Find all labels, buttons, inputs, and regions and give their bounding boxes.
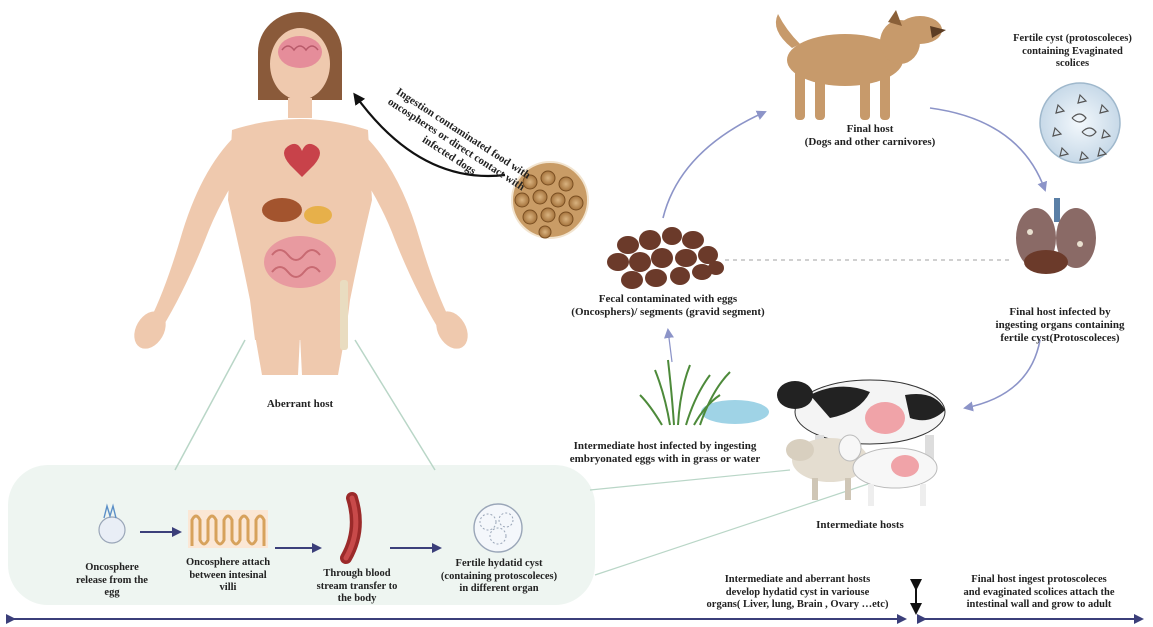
bottom-left-note: Intermediate and aberrant hosts develop … bbox=[690, 574, 905, 612]
dog-figure bbox=[776, 10, 946, 120]
connector-line bbox=[590, 470, 790, 490]
human-figure bbox=[128, 12, 474, 375]
aberrant-host-label: Aberrant host bbox=[230, 398, 370, 411]
step1-label: Oncosphere release from the egg bbox=[62, 562, 162, 600]
fertile-cyst-label: Fertile cyst (protoscoleces) containing … bbox=[990, 33, 1153, 71]
bottom-right-note: Final host ingest protoscoleces and evag… bbox=[928, 574, 1150, 612]
grass-water bbox=[640, 360, 769, 425]
arrow-to-intermediate bbox=[965, 340, 1040, 408]
feces-pile bbox=[607, 227, 724, 289]
final-host-infected-label: Final host infected by ingesting organs … bbox=[965, 306, 1153, 345]
arrow-grass-to-feces bbox=[668, 330, 672, 362]
step3-label: Through blood stream transfer to the bod… bbox=[305, 568, 409, 606]
infected-organs bbox=[1016, 198, 1096, 274]
intermediate-infected-label: Intermediate host infected by ingesting … bbox=[545, 440, 785, 466]
intermediate-hosts-label: Intermediate hosts bbox=[800, 519, 920, 532]
intestinal-villi-icon bbox=[188, 510, 268, 548]
step4-label: Fertile hydatid cyst (containing protosc… bbox=[420, 558, 578, 596]
final-host-label: Final host (Dogs and other carnivores) bbox=[770, 123, 970, 149]
fecal-label: Fecal contaminated with eggs (Oncosphers… bbox=[548, 293, 788, 319]
step2-label: Oncosphere attach between intesinal vill… bbox=[172, 557, 284, 595]
fertile-cyst-magnified bbox=[1040, 83, 1120, 163]
arrow-to-organs bbox=[930, 108, 1045, 190]
hydatid-cyst-icon bbox=[474, 504, 522, 552]
arrow-to-final-host bbox=[663, 112, 765, 218]
goat-figure bbox=[839, 435, 937, 506]
